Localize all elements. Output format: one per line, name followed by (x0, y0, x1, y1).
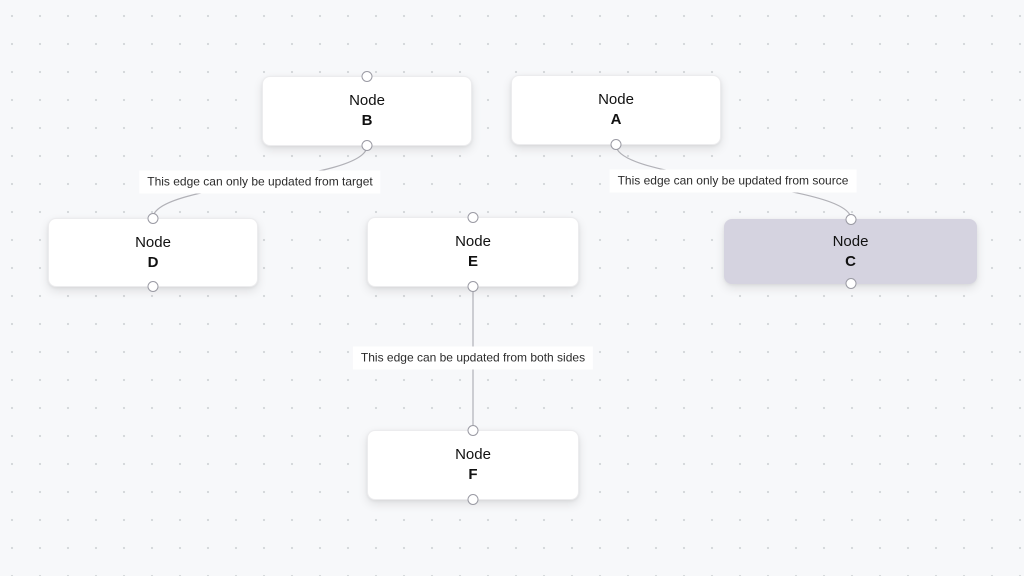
handle-bottom-A[interactable] (610, 139, 622, 150)
handle-top-B[interactable] (361, 71, 373, 82)
node-letter: C (845, 252, 856, 270)
handle-top-E[interactable] (467, 212, 479, 223)
node-title: Node (455, 446, 491, 463)
handle-bottom-D[interactable] (147, 281, 159, 292)
handle-bottom-B[interactable] (361, 140, 373, 151)
node-title: Node (598, 91, 634, 108)
handle-top-C[interactable] (845, 214, 856, 225)
handle-bottom-F[interactable] (467, 494, 479, 505)
node-letter: F (468, 466, 478, 483)
node-letter: E (467, 253, 478, 270)
node-title: Node (349, 92, 385, 109)
edge-label-A-C[interactable]: This edge can only be updated from sourc… (609, 169, 857, 193)
node-title: Node (455, 233, 491, 250)
edge-label-B-D[interactable]: This edge can only be updated from targe… (139, 170, 381, 194)
node-title: Node (135, 233, 171, 251)
edge-label-E-F[interactable]: This edge can be updated from both sides (352, 346, 594, 370)
node-letter: A (610, 111, 622, 128)
node-title: Node (832, 232, 869, 250)
node-letter: D (147, 253, 159, 271)
node-letter: B (361, 112, 373, 129)
handle-bottom-C[interactable] (845, 278, 856, 289)
handle-top-F[interactable] (467, 425, 479, 436)
handle-top-D[interactable] (147, 213, 159, 224)
handle-bottom-E[interactable] (467, 281, 479, 292)
